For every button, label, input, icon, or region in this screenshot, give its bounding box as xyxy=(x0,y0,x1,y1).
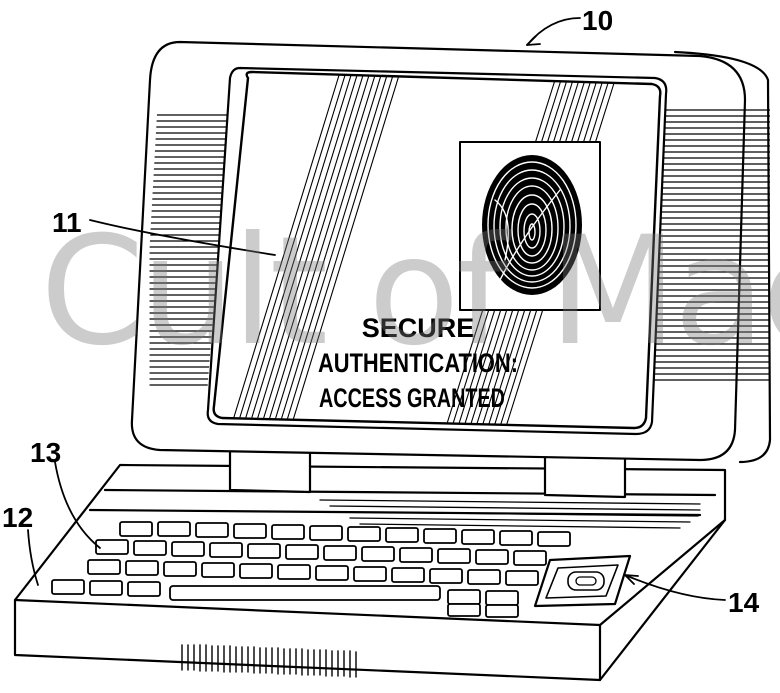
reference-numerals: 10 11 13 12 14 xyxy=(2,5,760,618)
leader-10 xyxy=(526,17,581,46)
laptop-base xyxy=(13,448,727,682)
leader-11 xyxy=(89,219,276,256)
ref-label-10: 10 xyxy=(582,5,613,36)
bezel-shading-right xyxy=(649,109,770,381)
screen-text-line3: ACCESS GRANTED xyxy=(319,383,505,413)
ref-label-14: 14 xyxy=(728,587,760,618)
fingerprint-sensor xyxy=(533,554,632,608)
ref-label-11: 11 xyxy=(52,207,82,238)
fingerprint-image xyxy=(459,141,601,311)
leader-14 xyxy=(624,574,726,601)
screen-message: SECURE AUTHENTICATION: ACCESS GRANTED xyxy=(318,313,518,413)
screen-text-line2: AUTHENTICATION: xyxy=(318,348,518,378)
front-grille xyxy=(181,644,357,678)
ref-label-13: 13 xyxy=(30,437,61,468)
spacebar xyxy=(169,585,441,601)
leader-12 xyxy=(27,529,39,586)
leader-lines xyxy=(27,17,726,601)
screen-text-line1: SECURE xyxy=(362,313,475,343)
deck-vents xyxy=(319,499,701,529)
leader-13 xyxy=(54,461,101,549)
screen-inner xyxy=(212,70,662,430)
ref-label-12: 12 xyxy=(2,502,33,533)
keyboard xyxy=(51,521,571,618)
laptop-lid: SECURE AUTHENTICATION: ACCESS GRANTED xyxy=(130,40,772,464)
